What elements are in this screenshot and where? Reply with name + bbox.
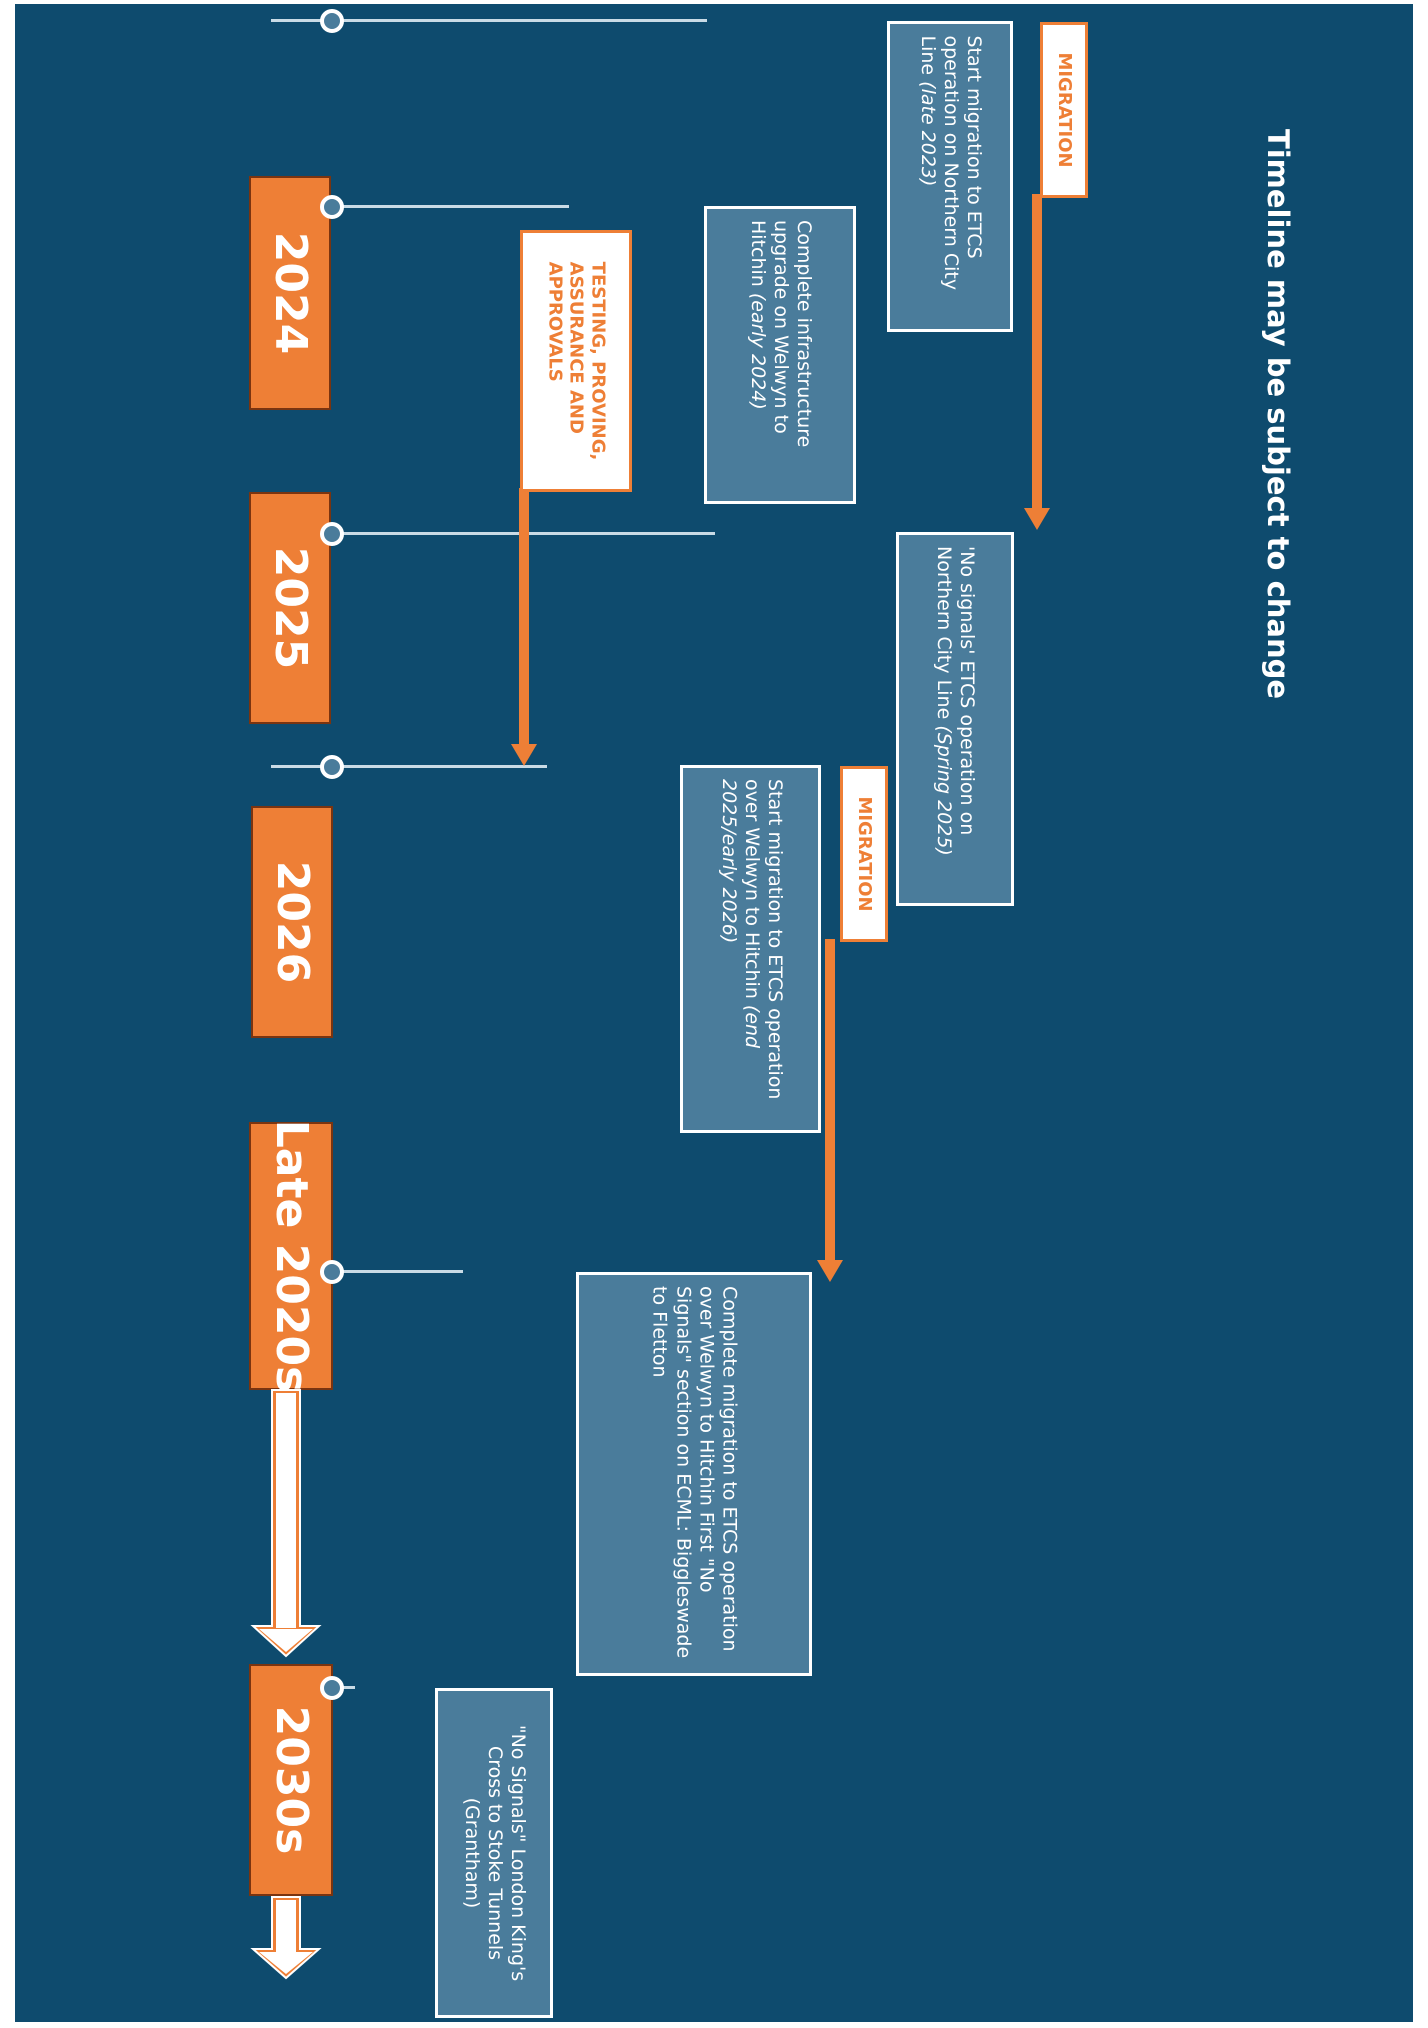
- year-label: 2024: [265, 231, 316, 355]
- year-box-2026: 2026: [251, 806, 333, 1038]
- migration-label-1: MIGRATION: [1040, 22, 1088, 198]
- milestone-text: "No Signals" London King's Cross to Stok…: [460, 1724, 529, 1982]
- milestone-note: (early 2024): [746, 292, 769, 410]
- testing-label-text: TESTING, PROVING, ASSURANCE AND APPROVAL…: [544, 261, 609, 461]
- connector-line-1: [271, 19, 707, 22]
- migration-label-text: MIGRATION: [853, 796, 875, 912]
- migration-label-text: MIGRATION: [1053, 52, 1075, 168]
- timeline-dot-1: [320, 9, 344, 33]
- hollow-arrow-down-icon: [250, 1389, 322, 1658]
- timeline-dot-4: [320, 755, 344, 779]
- milestone-note: (late 2023): [916, 80, 939, 186]
- hollow-arrow-end-head: [259, 1952, 313, 1974]
- timeline-dot-3: [320, 522, 344, 546]
- testing-label-line: TESTING, PROVING,: [587, 261, 609, 461]
- milestone-text: Start migration to ETCS operation over W…: [740, 779, 786, 1100]
- year-label: 2026: [267, 860, 318, 984]
- connector-line-2: [271, 205, 569, 208]
- hollow-arrow-end-shaft: [276, 1900, 296, 1952]
- testing-label-line: APPROVALS: [544, 261, 566, 382]
- milestone-box-5: Complete migration to ETCS operation ove…: [576, 1272, 812, 1676]
- migration-arrow-2-head-icon: [817, 1260, 843, 1282]
- milestone-text: Complete migration to ETCS operation ove…: [648, 1286, 741, 1659]
- milestone-box-4: Start migration to ETCS operation over W…: [680, 765, 821, 1133]
- connector-line-5: [271, 1270, 463, 1273]
- milestone-box-2: Complete infrastructure upgrade on Welwy…: [704, 206, 856, 504]
- migration-label-2: MIGRATION: [840, 766, 888, 942]
- connector-line-3: [271, 532, 715, 535]
- year-box-2030s: 2030s: [249, 1664, 333, 1896]
- testing-arrow-shaft: [519, 488, 529, 748]
- year-box-2025: 2025: [249, 492, 331, 724]
- milestone-note: (Spring 2025): [933, 725, 955, 856]
- testing-arrow-head-icon: [511, 744, 537, 766]
- year-label: 2025: [265, 546, 316, 670]
- year-box-late-2020s: Late 2020s: [249, 1119, 333, 1393]
- timeline-dot-2: [320, 195, 344, 219]
- timeline-dot-5: [320, 1260, 344, 1284]
- milestone-box-1: Start migration to ETCS operation on Nor…: [887, 21, 1013, 332]
- connector-line-4: [271, 765, 547, 768]
- testing-label-line: ASSURANCE AND: [565, 261, 587, 434]
- year-label: 2030s: [266, 1705, 317, 1855]
- hollow-arrow-shaft: [276, 1393, 296, 1628]
- migration-arrow-1-shaft: [1032, 194, 1042, 512]
- migration-arrow-1-head-icon: [1024, 508, 1050, 530]
- timeline-dot-6: [320, 1676, 344, 1700]
- timeline-diagram: Timeline may be subject to change 2024 2…: [15, 4, 1413, 2022]
- testing-label: TESTING, PROVING, ASSURANCE AND APPROVAL…: [520, 230, 632, 492]
- title-text: Timeline may be subject to change: [1261, 128, 1295, 700]
- hollow-arrow-end-icon: [250, 1896, 322, 1980]
- milestone-box-6: "No Signals" London King's Cross to Stok…: [435, 1688, 553, 2018]
- milestone-box-3: 'No signals' ETCS operation on Northern …: [896, 532, 1014, 906]
- hollow-arrow-head: [259, 1629, 313, 1652]
- year-box-2024: 2024: [249, 176, 331, 410]
- migration-arrow-2-shaft: [825, 939, 835, 1264]
- timeline-title: Timeline may be subject to change: [1255, 129, 1301, 699]
- year-label: Late 2020s: [266, 1119, 317, 1393]
